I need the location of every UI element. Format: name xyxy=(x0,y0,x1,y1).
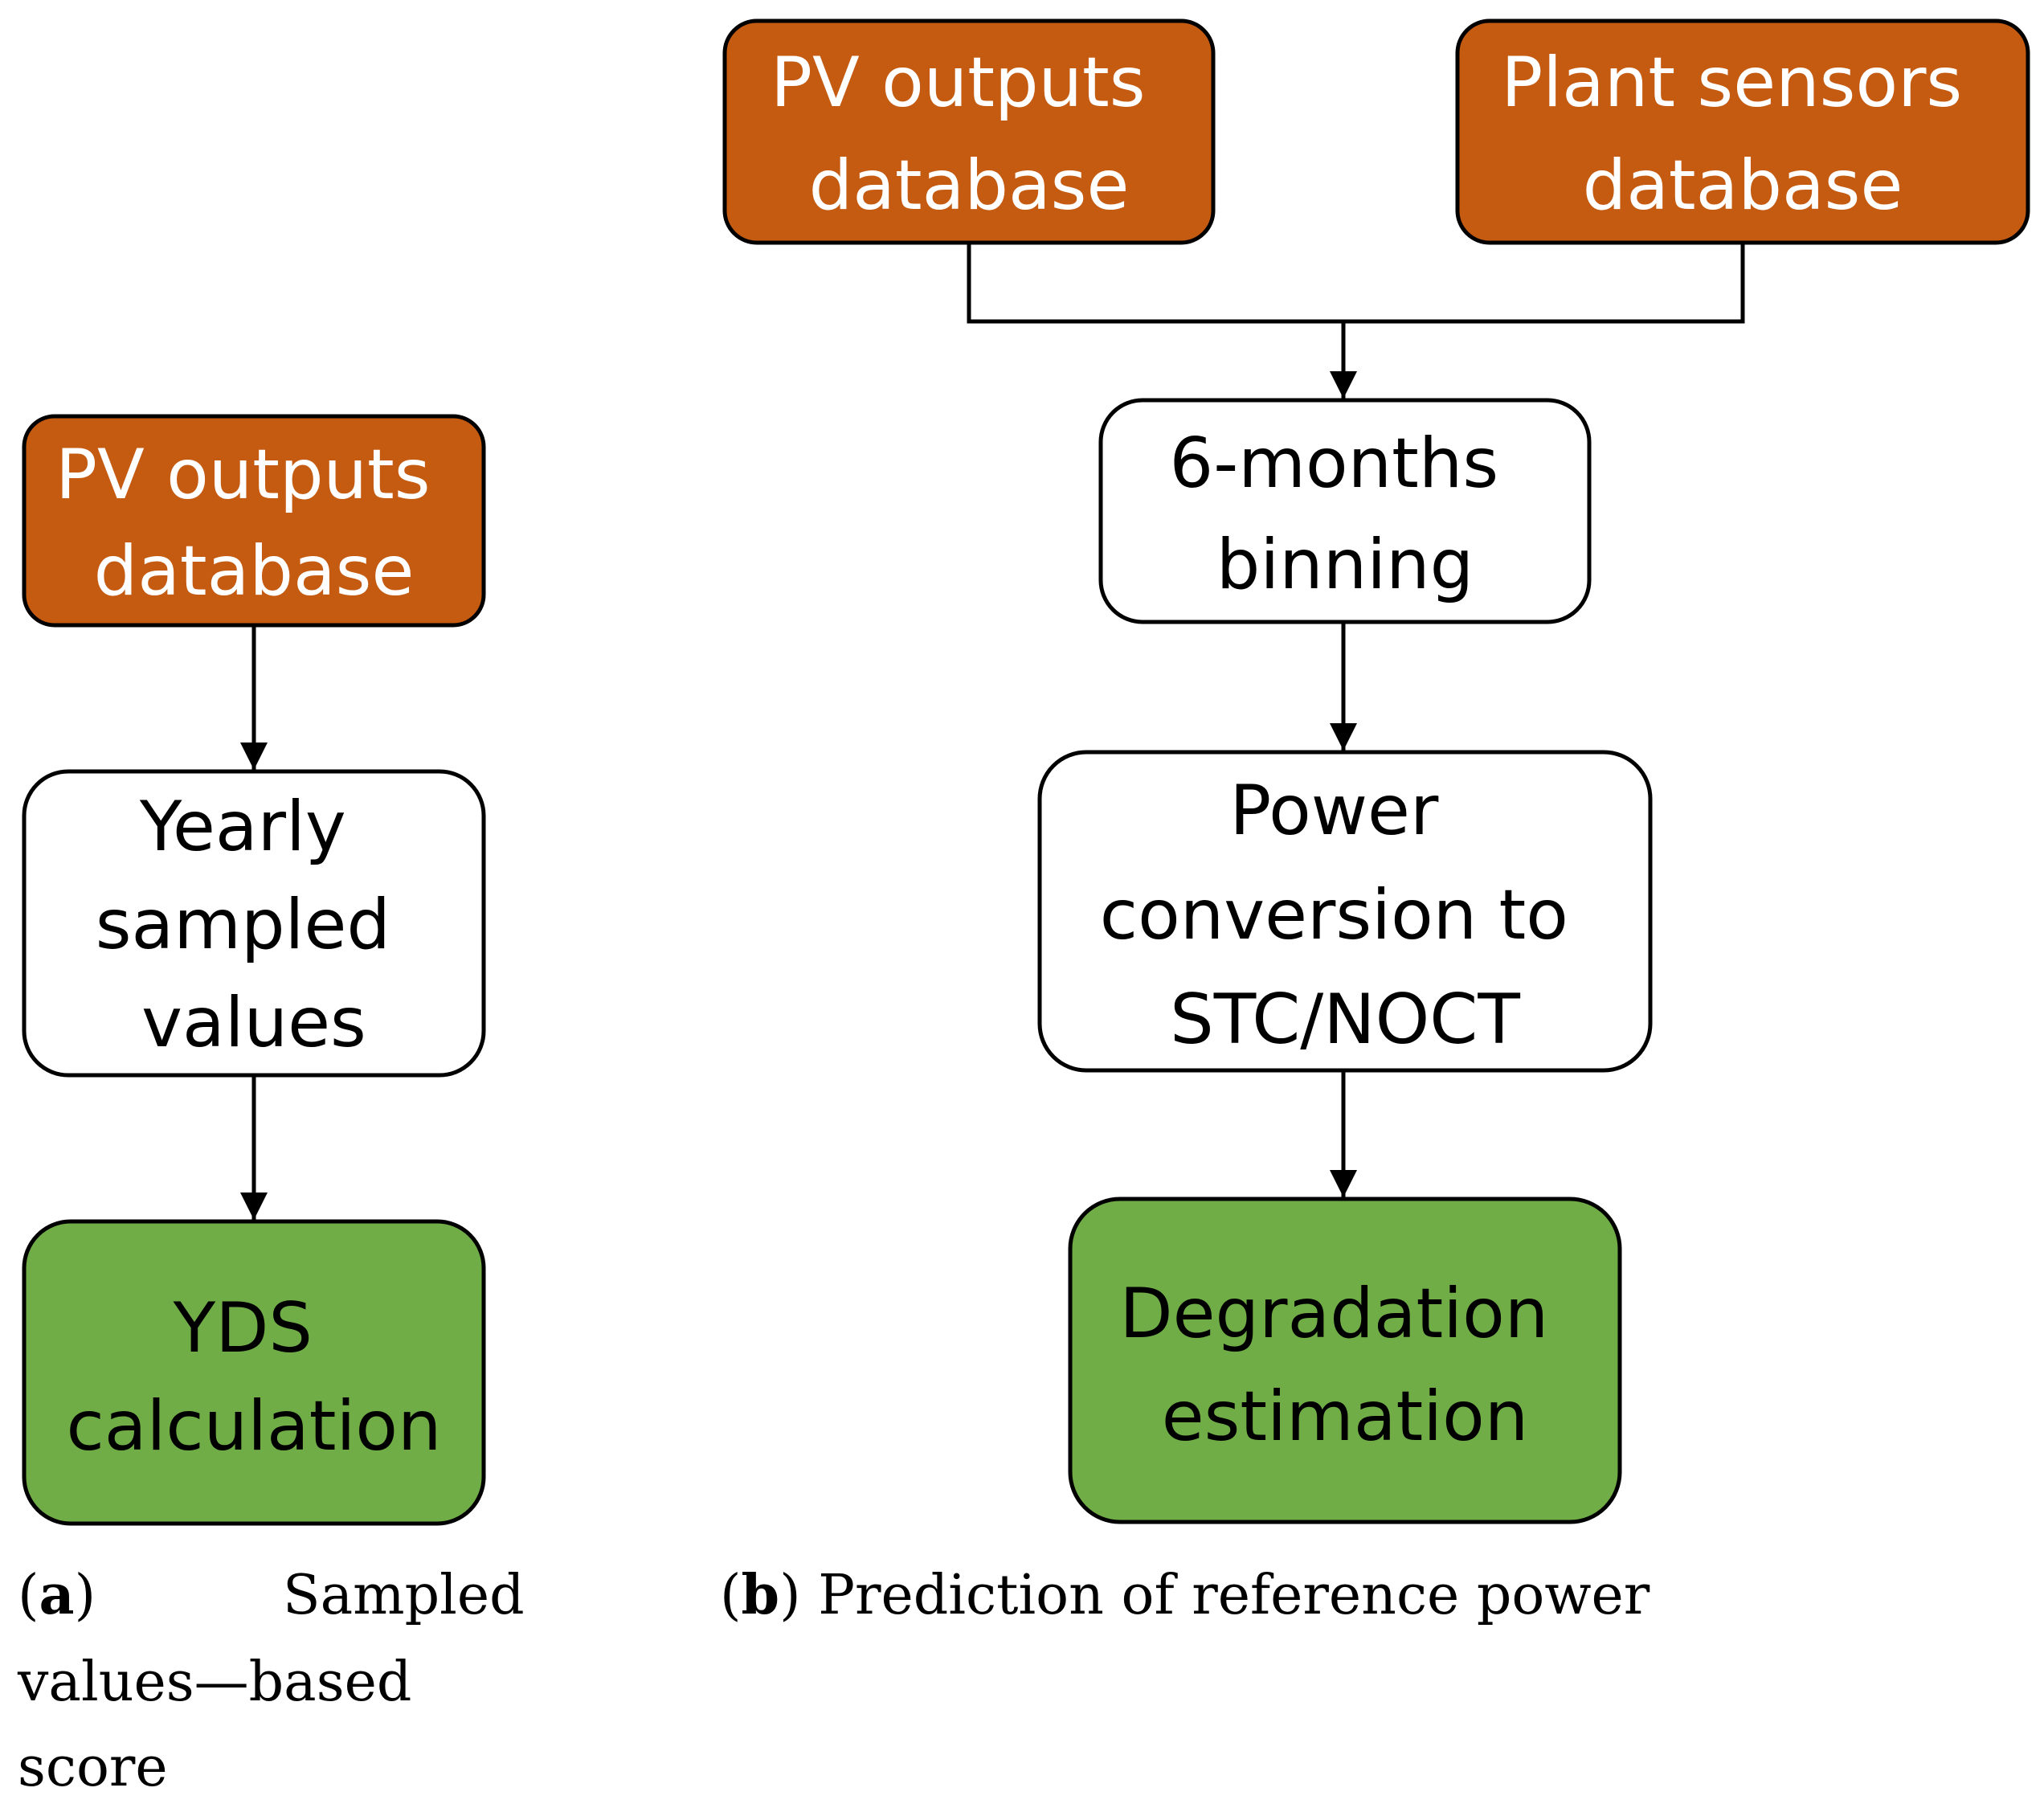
svg-text:YDS calculation: YDS calculation xyxy=(67,1288,442,1467)
caption-a-line2: values—based xyxy=(17,1651,411,1714)
panel-a: PV outputs database Yearly sampled value… xyxy=(17,414,525,1799)
degradation-estimation-line2: estimation xyxy=(1162,1377,1529,1457)
pv-outputs-database-b-line1: PV outputs xyxy=(771,43,1146,123)
yds-calculation-line1: YDS xyxy=(173,1288,313,1368)
svg-text:Power conversion to: Power conversion to STC/NOCT xyxy=(1100,771,1590,1060)
pv-outputs-database-a-line1: PV outputs xyxy=(55,435,431,515)
plant-sensors-database-line1: Plant sensors xyxy=(1501,43,1962,123)
caption-b: (b) Prediction of reference power xyxy=(720,1563,1650,1627)
pv-outputs-database-a-line2: database xyxy=(94,531,415,612)
caption-a-line1: (a) Sampled xyxy=(18,1563,525,1627)
power-conversion-line3: STC/NOCT xyxy=(1170,980,1520,1060)
degradation-estimation-line1: Degradation xyxy=(1119,1274,1548,1354)
svg-text:6-months binning: 6-months binning xyxy=(1169,423,1520,605)
svg-text:Degradation estimation: Degradation estimation xyxy=(1119,1274,1570,1457)
power-conversion-line2: conversion to xyxy=(1100,875,1568,955)
yearly-sampled-values-line3: values xyxy=(141,983,366,1063)
caption-a-text1: Sampled xyxy=(283,1564,525,1627)
six-months-binning-line2: binning xyxy=(1216,525,1474,605)
plant-sensors-database-line2: database xyxy=(1583,145,1903,226)
caption-b-text: Prediction of reference power xyxy=(818,1564,1650,1627)
svg-text:PV outputs database: PV outputs database xyxy=(771,43,1167,226)
panel-b: PV outputs database Plant sensors databa… xyxy=(720,18,2030,1627)
svg-text:Plant sensors database: Plant sensors database xyxy=(1501,43,1984,226)
svg-text:Yearly sampled val: Yearly sampled values xyxy=(96,787,413,1063)
power-conversion-line1: Power xyxy=(1229,771,1439,851)
degradation-estimation-box xyxy=(1068,1197,1622,1524)
yds-calculation-box xyxy=(22,1219,486,1526)
caption-a-line3: score xyxy=(18,1736,168,1799)
yearly-sampled-values-line1: Yearly xyxy=(139,787,346,867)
six-months-binning-line1: 6-months xyxy=(1169,423,1498,504)
caption-a-label: a xyxy=(39,1563,75,1627)
yds-calculation-line2: calculation xyxy=(67,1386,442,1467)
caption-b-label: b xyxy=(742,1563,780,1627)
yearly-sampled-values-line2: sampled xyxy=(96,885,390,965)
merge-connector xyxy=(967,243,1745,324)
svg-text:PV outputs database: PV outputs database xyxy=(55,435,452,612)
pv-outputs-database-b-line2: database xyxy=(809,145,1130,226)
